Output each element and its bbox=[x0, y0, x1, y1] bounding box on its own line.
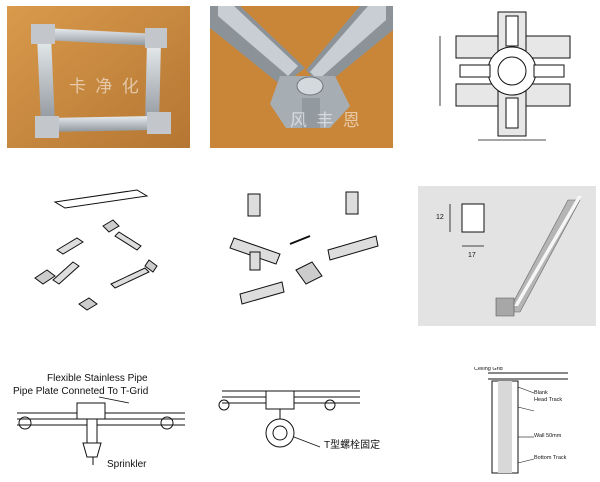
aluminum-frame-photo bbox=[7, 6, 190, 148]
label-flexible-pipe: Flexible Stainless Pipe bbox=[47, 373, 148, 384]
tile-exploded-frame-middle bbox=[210, 186, 393, 326]
label-ceiling-grid: Ceiling Grid bbox=[474, 367, 503, 372]
sprinkler-detail-drawing bbox=[7, 367, 190, 479]
tile-hanger-detail: T型螺栓固定 bbox=[210, 367, 393, 479]
tgrid-cross-section bbox=[418, 6, 596, 148]
tile-channel-profile: 12 17 bbox=[418, 186, 596, 326]
corner-connector-photo bbox=[210, 6, 393, 148]
label-wall-thickness: Wall 50mm bbox=[534, 433, 562, 439]
tile-tgrid-section-drawing bbox=[418, 6, 596, 148]
watermark: 风 丰 恩 bbox=[290, 111, 362, 131]
watermark: 卡 净 化 bbox=[69, 77, 141, 97]
exploded-connector-diagram bbox=[210, 186, 393, 326]
tile-sprinkler-detail: Flexible Stainless Pipe Pipe Plate Conne… bbox=[7, 367, 190, 479]
label-head-track: Head Track bbox=[534, 397, 563, 403]
tile-exploded-frame-left bbox=[7, 186, 190, 326]
label-t-bolt-fixing: T型螺栓固定 bbox=[324, 440, 381, 451]
tile-photo-aluminum-frame: 卡 净 化 bbox=[7, 6, 190, 148]
tile-wall-section: Ceiling Grid Blank Head Track Wall 50mm … bbox=[418, 367, 596, 479]
label-bottom-track: Bottom Track bbox=[534, 455, 567, 461]
channel-dimension-height: 12 bbox=[436, 214, 444, 221]
hanger-detail-drawing bbox=[210, 367, 393, 479]
wall-section-drawing bbox=[418, 367, 596, 479]
label-sprinkler: Sprinkler bbox=[107, 459, 147, 470]
label-pipe-plate: Pipe Plate Conneted To T-Grid bbox=[13, 386, 149, 397]
exploded-frame-diagram bbox=[7, 186, 190, 326]
channel-dimension-width: 17 bbox=[468, 252, 476, 259]
u-channel-drawing bbox=[418, 186, 596, 326]
tile-photo-corner-connector: 风 丰 恩 bbox=[210, 6, 393, 148]
label-blank: Blank bbox=[534, 390, 548, 396]
